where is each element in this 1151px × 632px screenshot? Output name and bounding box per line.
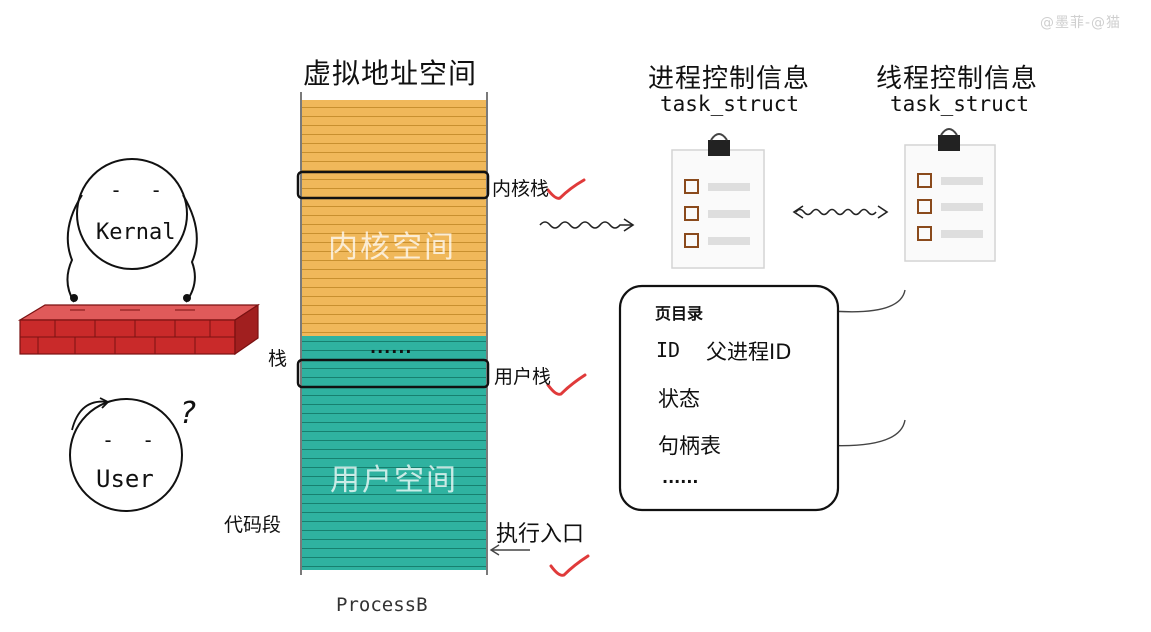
watermark: @墨菲-@猫 — [1040, 15, 1122, 31]
pcb-page-directory: 页目录 — [655, 304, 704, 323]
process-info-title: 进程控制信息 — [648, 64, 811, 94]
kernel-label: Kernal — [96, 220, 176, 245]
thread-task-struct: task_struct — [890, 92, 1030, 116]
thread-info-title: 线程控制信息 — [876, 64, 1039, 94]
code-segment-label: 代码段 — [224, 514, 282, 536]
kernel-character — [66, 158, 198, 303]
double-arrow-icon — [795, 208, 877, 216]
pcb-box — [618, 284, 840, 512]
user-stack-outline — [296, 358, 490, 389]
user-character — [69, 397, 183, 512]
brick-wall-icon — [17, 303, 261, 356]
pcb-parent-id: 父进程ID — [706, 340, 792, 364]
pcb-state: 状态 — [658, 387, 700, 411]
process-task-struct: task_struct — [660, 92, 800, 116]
pcb-id: ID — [656, 338, 681, 362]
user-space-block — [302, 336, 486, 570]
checkmark-icon — [546, 373, 587, 396]
pcb-ellipsis: ...... — [662, 468, 699, 487]
user-space-label: 用户空间 — [330, 463, 458, 498]
pcb-handle-table: 句柄表 — [658, 434, 721, 458]
process-name: ProcessB — [336, 594, 428, 616]
wavy-arrow-icon — [539, 221, 632, 229]
stack-ellipsis: ...... — [370, 338, 413, 357]
clipboard-icon — [904, 128, 996, 262]
user-face: - - — [102, 428, 163, 452]
checkmark-icon — [546, 178, 586, 200]
entry-arrow-icon — [489, 544, 500, 556]
kernel-stack-outline — [296, 170, 490, 200]
user-stack-label: 用户栈 — [494, 366, 552, 388]
kernel-face: - - — [110, 178, 171, 202]
kernel-space-label: 内核空间 — [328, 230, 456, 265]
user-label: User — [96, 465, 154, 493]
clipboard-icon — [671, 133, 765, 269]
checkmark-icon — [549, 554, 590, 577]
question-mark: ? — [180, 396, 196, 431]
stack-label: 栈 — [268, 348, 288, 370]
vas-title: 虚拟地址空间 — [303, 57, 478, 90]
kernel-space-block — [302, 100, 486, 336]
entry-label: 执行入口 — [496, 522, 585, 547]
kernel-stack-label: 内核栈 — [492, 178, 550, 200]
